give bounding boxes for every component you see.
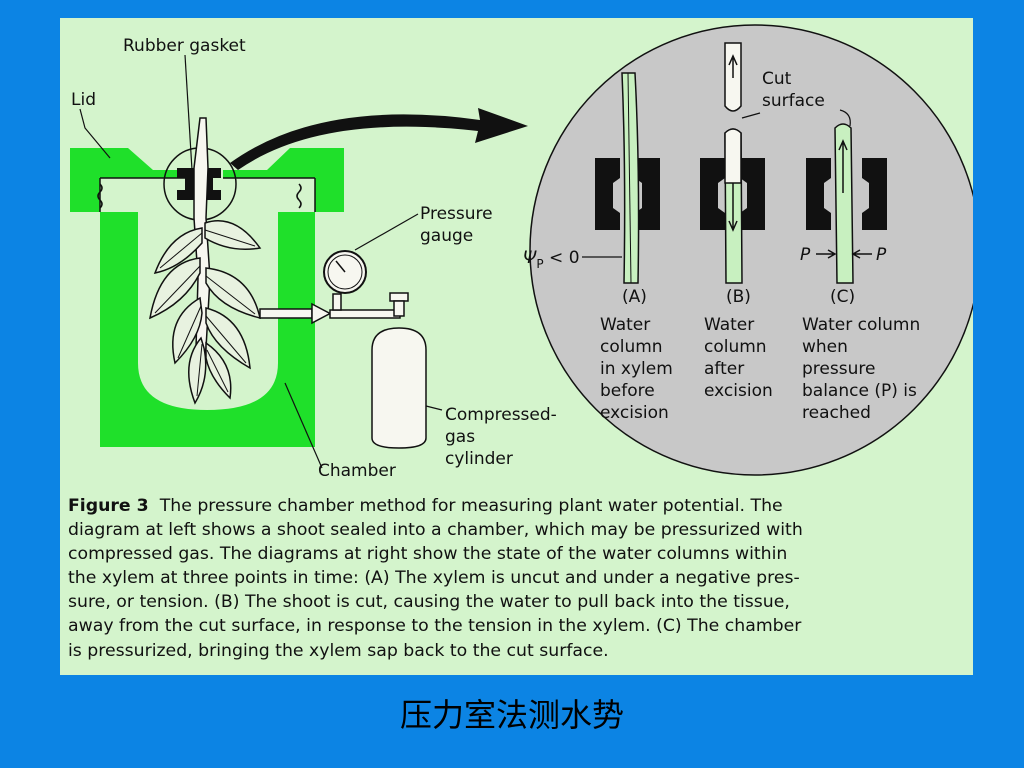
magnified-leaders xyxy=(582,109,851,258)
pressure-chamber-diagram: Rubber gasket Lid Pressure gauge Chamber… xyxy=(70,24,973,481)
gas-cylinder xyxy=(371,292,427,449)
label-compressed: Compressed- xyxy=(445,405,557,425)
caption-line: Figure 3 The pressure chamber method for… xyxy=(68,494,968,518)
label-chamber: Chamber xyxy=(318,461,396,481)
label-cylinder: cylinder xyxy=(445,449,513,469)
gasket-blocks xyxy=(595,158,887,230)
panel-c-letter: (C) xyxy=(830,287,855,307)
panel-b-line: excision xyxy=(704,381,773,401)
label-p-left: P xyxy=(800,245,811,265)
magnified-view xyxy=(529,24,973,476)
panel-b-letter: (B) xyxy=(726,287,751,307)
caption-text: The pressure chamber method for measurin… xyxy=(159,496,783,516)
panel-c-line: Water column xyxy=(802,315,920,335)
figure-number: Figure 3 xyxy=(68,496,149,516)
panel-a-line: before xyxy=(600,381,655,401)
panel-a-line: in xylem xyxy=(600,359,673,379)
chamber-lid xyxy=(70,148,344,212)
label-gauge: gauge xyxy=(420,226,473,246)
panel-a-line: Water xyxy=(600,315,650,335)
xylem-stem-c xyxy=(816,123,872,284)
panel-c-line: reached xyxy=(802,403,871,423)
gas-line xyxy=(259,293,401,325)
caption-line: is pressurized, bringing the xylem sap b… xyxy=(68,640,609,661)
label-psi: ΨP < 0 xyxy=(523,248,580,271)
label-gas: gas xyxy=(445,427,475,447)
xylem-stem-a xyxy=(621,72,640,284)
caption-line: sure, or tension. (B) The shoot is cut, … xyxy=(68,592,790,613)
label-pressure: Pressure xyxy=(420,204,493,224)
panel-c-line: balance (P) is xyxy=(802,381,917,401)
label-cut: Cut xyxy=(762,69,792,89)
panel-a-letter: (A) xyxy=(622,287,647,307)
leader-lines xyxy=(79,54,443,469)
panel-b-line: column xyxy=(704,337,767,357)
label-p-right: P xyxy=(876,245,887,265)
caption-line: the xylem at three points in time: (A) T… xyxy=(68,568,800,589)
panel-a-line: excision xyxy=(600,403,669,423)
figure-panel: Rubber gasket Lid Pressure gauge Chamber… xyxy=(60,18,973,675)
panel-c-line: pressure xyxy=(802,359,875,379)
caption-line: diagram at left shows a shoot sealed int… xyxy=(68,520,803,541)
panel-c-line: when xyxy=(802,337,848,357)
slide-title: 压力室法测水势 xyxy=(399,696,624,734)
panel-b-line: Water xyxy=(704,315,754,335)
panel-b-line: after xyxy=(704,359,744,379)
caption-line: away from the cut surface, in response t… xyxy=(68,616,802,637)
chamber-body xyxy=(100,212,315,447)
leaf-veins xyxy=(154,229,256,397)
caption-line: compressed gas. The diagrams at right sh… xyxy=(68,544,788,565)
label-rubber-gasket: Rubber gasket xyxy=(123,36,246,56)
xylem-stem-b xyxy=(724,42,743,284)
magnify-arrow xyxy=(230,108,528,170)
label-lid: Lid xyxy=(71,90,96,110)
figure-caption: Figure 3 The pressure chamber method for… xyxy=(68,494,968,663)
plant-leaves xyxy=(149,220,262,405)
label-surface: surface xyxy=(762,91,825,111)
panel-a-line: column xyxy=(600,337,663,357)
pressure-gauge xyxy=(323,250,367,294)
